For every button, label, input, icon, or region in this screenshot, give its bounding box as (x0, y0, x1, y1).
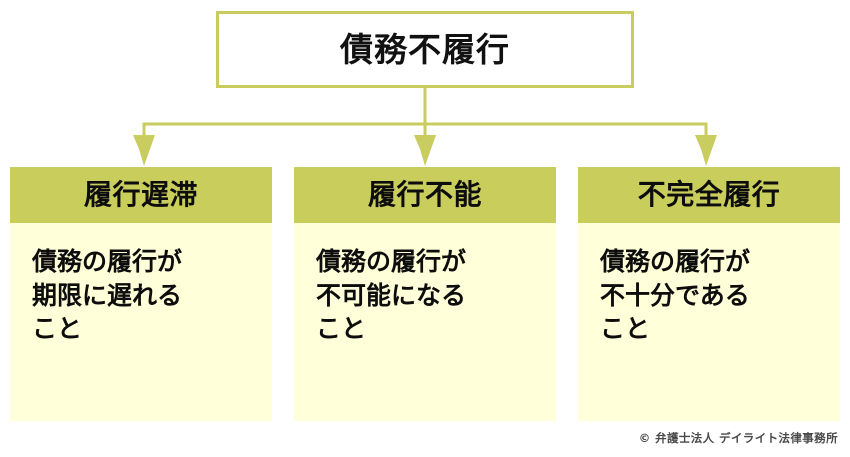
arrowhead-icon-1 (133, 135, 155, 166)
root-node-label: 債務不履行 (340, 30, 510, 69)
branch-header-1: 履行遅滞 (10, 167, 272, 223)
branch-body-3: 債務の履行が 不十分である こと (578, 223, 840, 421)
branch-column-1: 履行遅滞 債務の履行が 期限に遅れる こと (10, 167, 272, 421)
arrowhead-icon-2 (414, 135, 436, 166)
branch-body-2: 債務の履行が 不可能になる こと (294, 223, 556, 421)
copyright-credit: © 弁護士法人 デイライト法律事務所 (638, 431, 838, 445)
branch-columns: 履行遅滞 債務の履行が 期限に遅れる こと 履行不能 債務の履行が 不可能になる… (10, 167, 840, 421)
arrowhead-icon-3 (695, 135, 717, 166)
branch-header-3: 不完全履行 (578, 167, 840, 223)
root-node-debt-default: 債務不履行 (216, 11, 634, 88)
branch-body-text-2: 債務の履行が 不可能になる こと (316, 247, 467, 343)
branch-header-label-2: 履行不能 (367, 178, 482, 211)
branch-header-label-3: 不完全履行 (637, 178, 781, 211)
branch-body-text-3: 債務の履行が 不十分である こと (600, 247, 751, 343)
branch-header-label-1: 履行遅滞 (83, 178, 198, 211)
branch-column-2: 履行不能 債務の履行が 不可能になる こと (294, 167, 556, 421)
branch-body-1: 債務の履行が 期限に遅れる こと (10, 223, 272, 421)
branch-body-text-1: 債務の履行が 期限に遅れる こと (32, 247, 183, 343)
branch-column-3: 不完全履行 債務の履行が 不十分である こと (578, 167, 840, 421)
branch-header-2: 履行不能 (294, 167, 556, 223)
